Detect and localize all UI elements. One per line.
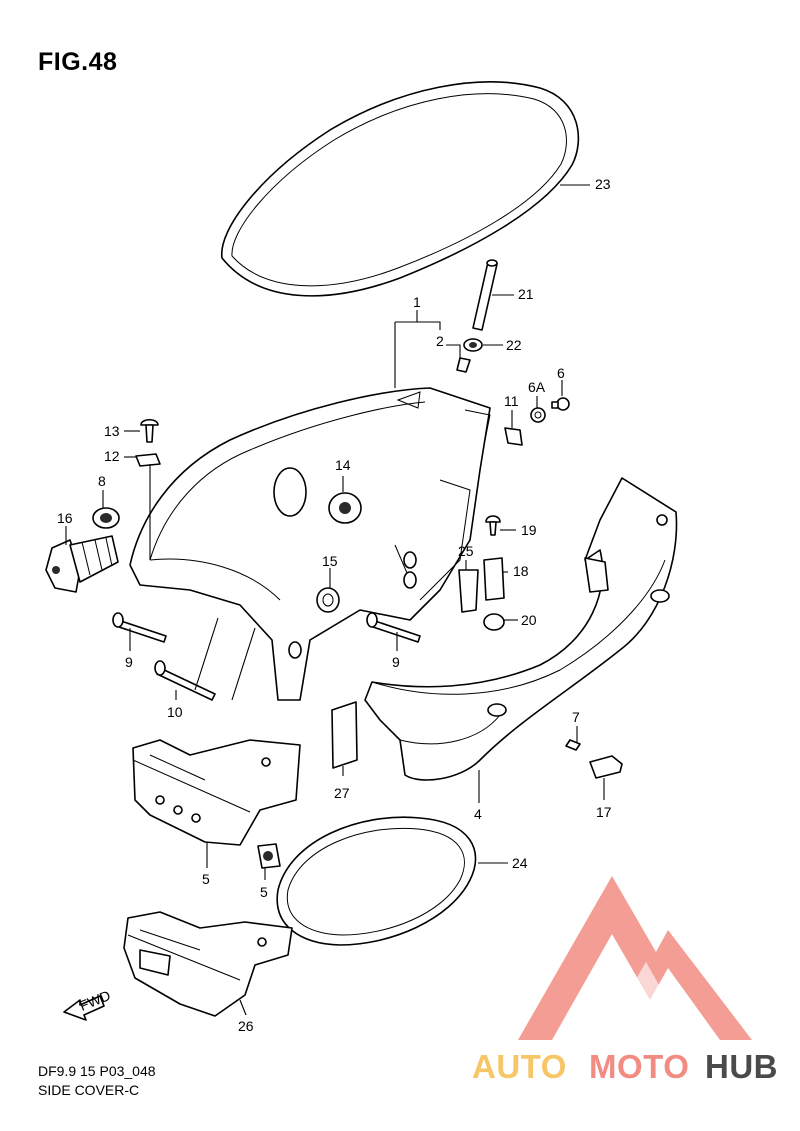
grommet-14	[316, 587, 340, 613]
callout-11: 11	[504, 393, 519, 409]
callout-9-right: 9	[392, 654, 400, 670]
bolt-10	[154, 660, 216, 701]
bracket-4	[132, 739, 301, 846]
fwd-arrow-icon: FWD	[63, 987, 113, 1021]
callout-24: 24	[512, 855, 528, 871]
nut-12	[135, 453, 161, 467]
screw-2	[456, 357, 471, 373]
watermark-hub: HUB	[705, 1048, 778, 1085]
callout-8: 8	[98, 473, 106, 489]
callout-27: 27	[334, 785, 350, 801]
callout-labels: 23 21 1 2 22 6 6A 11 13 12 14 8 16 19 25…	[57, 176, 612, 1034]
callout-17: 17	[596, 804, 612, 820]
callout-1: 1	[413, 294, 421, 310]
nut-19	[483, 613, 505, 631]
side-cover-1	[129, 387, 491, 701]
callout-19: 20	[521, 612, 537, 628]
leader-lines	[65, 184, 605, 1016]
callout-25: 25	[458, 543, 474, 559]
bolt-9-right	[366, 612, 421, 643]
callout-2: 2	[436, 333, 444, 349]
watermark-moto: MOTO	[589, 1048, 690, 1085]
grommet-16	[45, 535, 119, 593]
callout-16: 16	[57, 510, 73, 526]
bolt-9-left	[112, 612, 167, 643]
grommet-22	[463, 338, 483, 352]
pad-27	[331, 701, 358, 769]
figure-title: FIG.48	[38, 48, 118, 76]
callout-14: 15	[322, 553, 338, 569]
grommet-8	[92, 507, 120, 529]
grommet-15	[328, 492, 362, 524]
callout-13: 13	[104, 423, 120, 439]
clip-5	[257, 843, 281, 869]
callout-21: 21	[518, 286, 534, 302]
callout-23: 23	[595, 176, 611, 192]
callout-6: 6	[557, 365, 565, 381]
screw-13	[140, 418, 159, 443]
screw-7	[565, 739, 581, 751]
washer-6a	[530, 407, 546, 423]
watermark-auto: AUTO	[472, 1048, 567, 1085]
clip-11	[504, 427, 523, 446]
callout-7: 7	[572, 709, 580, 725]
pin-21	[472, 259, 498, 331]
callout-26: 26	[238, 1018, 254, 1034]
callout-15: 14	[335, 457, 351, 473]
footer-code: DF9.9 15 P03_048	[38, 1063, 156, 1079]
callout-6a: 6A	[528, 379, 546, 395]
callout-4: 5	[202, 871, 210, 887]
footer-caption: SIDE COVER-C	[38, 1082, 140, 1098]
callout-5: 5	[260, 884, 268, 900]
callout-18: 18	[513, 563, 529, 579]
callout-10: 10	[167, 704, 183, 720]
callout-3: 4	[474, 806, 482, 822]
seal-ring-24	[276, 816, 477, 946]
callout-9-left: 9	[125, 654, 133, 670]
callout-20: 19	[521, 522, 537, 538]
side-cover-3	[364, 477, 678, 781]
screw-6	[551, 397, 570, 411]
knob-17	[589, 755, 623, 779]
screw-20	[485, 515, 501, 536]
bracket-18	[483, 557, 505, 601]
callout-12: 12	[104, 448, 120, 464]
watermark-logo-icon	[518, 876, 752, 1040]
bracket-25	[458, 569, 479, 613]
callout-22: 22	[506, 337, 522, 353]
bracket-26	[123, 911, 293, 1017]
seal-ring-23	[221, 81, 580, 297]
